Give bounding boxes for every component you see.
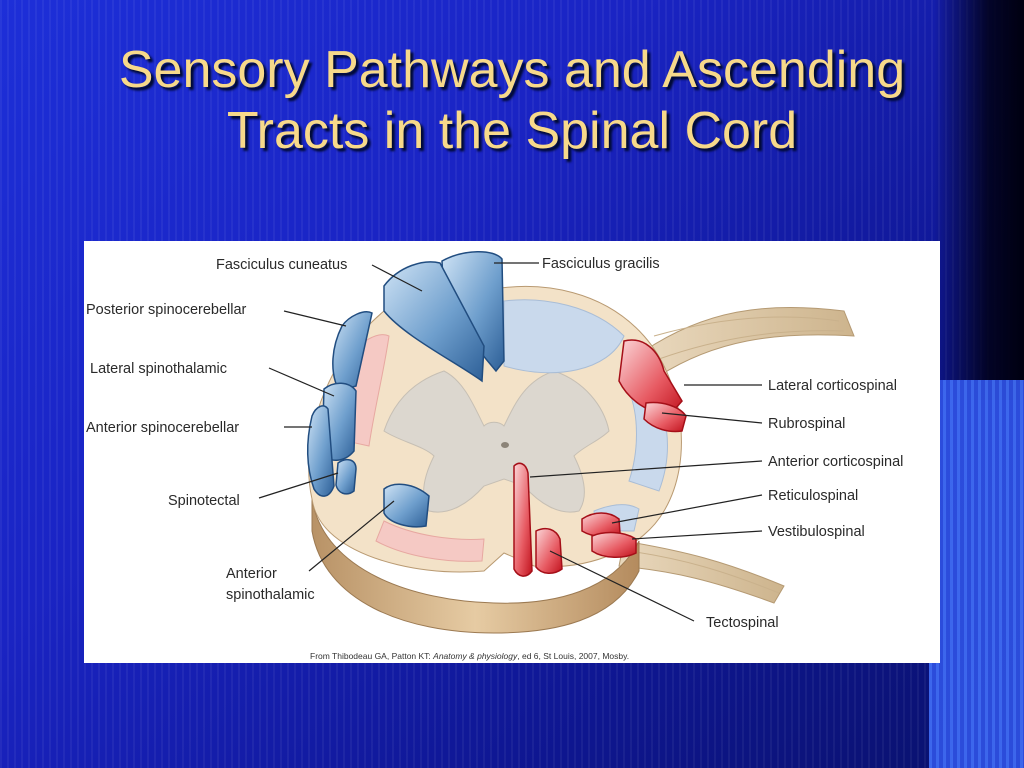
dorsal-nerve-root bbox=[643, 306, 855, 377]
gray-matter bbox=[383, 370, 610, 513]
credit-suffix: , ed 6, St Louis, 2007, Mosby. bbox=[517, 651, 629, 661]
cord-side-surface bbox=[311, 498, 640, 634]
label-anterior-spinothalamic-line1: Anterior bbox=[226, 566, 277, 582]
credit-book: Anatomy & physiology bbox=[432, 651, 518, 661]
tectospinal-tract bbox=[535, 527, 563, 574]
rubrospinal-tract bbox=[643, 401, 687, 433]
slide-title: Sensory Pathways and Ascending Tracts in… bbox=[118, 41, 906, 160]
label-spinotectal: Spinotectal bbox=[168, 493, 240, 509]
label-rubrospinal: Rubrospinal bbox=[768, 416, 845, 432]
label-tectospinal: Tectospinal bbox=[706, 615, 779, 631]
diagram-panel: Fasciculus cuneatus Fasciculus gracilis … bbox=[84, 241, 940, 663]
label-lateral-corticospinal: Lateral corticospinal bbox=[768, 378, 897, 394]
label-anterior-spinocerebellar: Anterior spinocerebellar bbox=[86, 420, 239, 436]
ascending-tracts bbox=[306, 251, 505, 528]
label-lateral-spinothalamic: Lateral spinothalamic bbox=[90, 361, 227, 377]
anterior-corticospinal-tract bbox=[513, 462, 533, 577]
label-anterior-corticospinal: Anterior corticospinal bbox=[768, 454, 903, 470]
label-fasciculus-gracilis: Fasciculus gracilis bbox=[542, 256, 660, 272]
label-anterior-spinothalamic-line2: spinothalamic bbox=[226, 587, 315, 603]
background-accent-stripe bbox=[929, 380, 1024, 768]
label-vestibulospinal: Vestibulospinal bbox=[768, 524, 865, 540]
leader-lines bbox=[258, 262, 763, 622]
central-canal bbox=[501, 442, 509, 448]
anterior-spinocerebellar-tract bbox=[306, 405, 335, 497]
fasciculus-cuneatus-tract bbox=[383, 261, 485, 383]
descending-tracts bbox=[513, 339, 687, 577]
label-posterior-spinocerebellar: Posterior spinocerebellar bbox=[86, 302, 247, 318]
ventral-nerve-root bbox=[618, 540, 785, 604]
spinal-cord-diagram: Fasciculus cuneatus Fasciculus gracilis … bbox=[86, 251, 903, 661]
figure-credit: From Thibodeau GA, Patton KT: Anatomy & … bbox=[310, 651, 629, 661]
anterior-spinothalamic-tract bbox=[383, 483, 430, 528]
label-reticulospinal: Reticulospinal bbox=[768, 488, 858, 504]
credit-prefix: From Thibodeau GA, Patton KT: bbox=[310, 651, 433, 661]
label-fasciculus-cuneatus: Fasciculus cuneatus bbox=[216, 257, 347, 273]
vestibulospinal-tract bbox=[591, 531, 637, 558]
spinotectal-tract bbox=[335, 458, 357, 495]
